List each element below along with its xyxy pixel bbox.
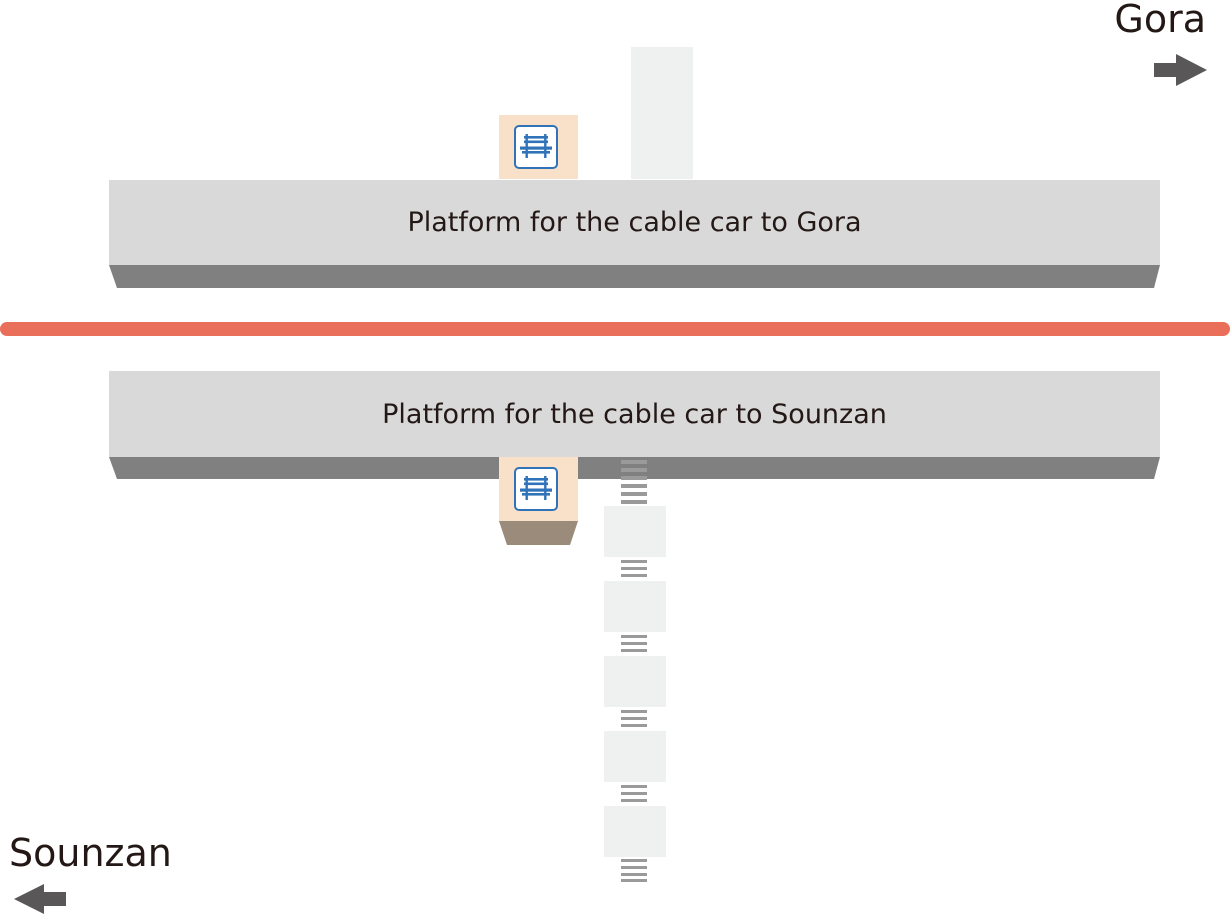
stairs <box>621 857 647 883</box>
stairs <box>621 458 647 506</box>
stair-landing <box>604 731 666 782</box>
platform-label-sounzan: Platform for the cable car to Sounzan <box>382 398 887 430</box>
bench-area-gora <box>499 115 578 179</box>
bench-area-base <box>499 521 578 545</box>
direction-label-sounzan: Sounzan <box>9 831 172 875</box>
building-pillar <box>631 47 693 179</box>
stairs <box>621 632 647 656</box>
platform-sounzan: Platform for the cable car to Sounzan <box>109 371 1160 457</box>
bench-icon <box>514 467 558 511</box>
platform-gora: Platform for the cable car to Gora <box>109 180 1160 265</box>
stairs <box>621 557 647 581</box>
stair-landing <box>604 506 666 557</box>
platform-edge-gora <box>109 265 1160 288</box>
arrow-left-icon <box>14 884 66 914</box>
bench-area-sounzan <box>499 457 578 521</box>
stair-landing <box>604 581 666 632</box>
bench-icon <box>514 125 558 169</box>
stairs <box>621 707 647 731</box>
platform-label-gora: Platform for the cable car to Gora <box>407 207 862 238</box>
stairs <box>621 782 647 806</box>
cable-car-track <box>0 322 1230 336</box>
arrow-right-icon <box>1154 54 1207 86</box>
stair-landing <box>604 806 666 857</box>
stair-landing <box>604 656 666 707</box>
direction-label-gora: Gora <box>1114 0 1206 41</box>
